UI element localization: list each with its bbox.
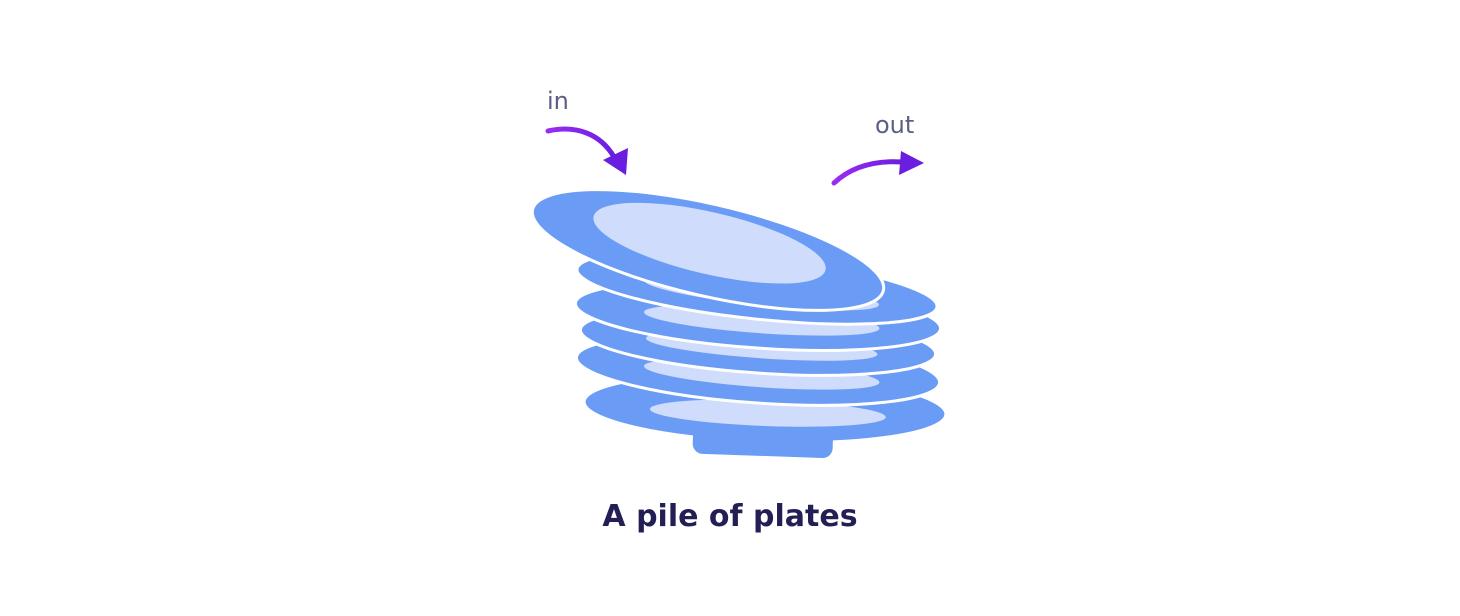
out-label: out [875, 111, 915, 139]
caption: A pile of plates [602, 499, 858, 534]
plate-top [530, 188, 886, 312]
in-label: in [547, 87, 569, 115]
curved-arrow-up-right-icon [831, 151, 924, 186]
curved-arrow-down-right-icon [545, 126, 628, 175]
